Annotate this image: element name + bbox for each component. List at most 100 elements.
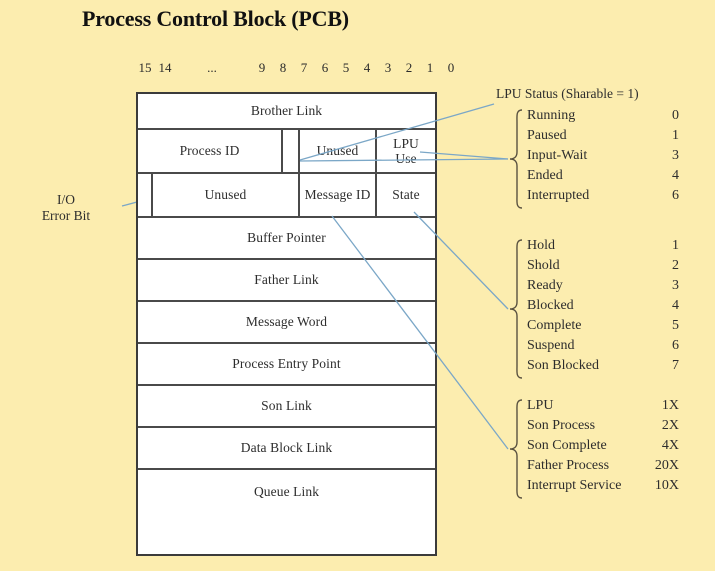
legend-entry: Ended 4 [527,168,679,188]
legend-entry-value: 4 [672,168,679,183]
pcb-field-message-id: Message ID [300,174,377,216]
bit-label-14: 14 [158,60,172,75]
legend-entry: Blocked 4 [527,298,679,318]
legend-entry-value: 4X [661,438,679,453]
legend-entry-label: Shold [527,258,560,273]
legend-entry-label: Son Complete [527,438,607,453]
bit-label-0: 0 [447,60,455,75]
legend-entry-label: Ready [527,278,563,293]
io-error-bit-annotation: I/O Error Bit [18,192,114,224]
legend-entry-value: 1 [672,128,679,143]
legend-entry-label: LPU [527,398,554,413]
pcb-row: Brother Link [138,94,435,130]
legend-entry-label: Ended [527,168,563,183]
legend-entry-value: 5 [672,318,679,333]
legend-entry-label: Suspend [527,338,575,353]
legend-entry: LPU 1X [527,398,679,418]
legend-heading: LPU Status (Sharable = 1) [496,86,639,101]
legend-entry: Father Process 20X [527,458,679,478]
legend-entry-label: Blocked [527,298,574,313]
legend-entry-label: Father Process [527,458,610,473]
bit-label-15: 15 [138,60,152,75]
pcb-field-brother-link: Brother Link [250,103,323,119]
legend-entry-value: 4 [672,298,679,313]
legend-entry-label: Complete [527,318,582,333]
legend-entry-value: 3 [672,278,679,293]
legend-entry: Complete 5 [527,318,679,338]
legend-entry: Interrupt Service 10X [527,478,679,498]
legend-entry-label: Son Blocked [527,358,599,373]
bit-label-3: 3 [384,60,392,75]
legend-entry: Son Process 2X [527,418,679,438]
legend-entry-label: Paused [527,128,567,143]
legend-entry: Suspend 6 [527,338,679,358]
legend-entry-value: 1X [661,398,679,413]
bit-label-7: 7 [300,60,308,75]
bit-label-6: 6 [321,60,329,75]
bit-label-4: 4 [363,60,371,75]
legend-entry-value: 7 [672,358,679,373]
pcb-field-empty [138,174,153,216]
pcb-field-process-id: Process ID [138,130,283,172]
pcb-row: Buffer Pointer [138,218,435,260]
pcb-row: Data Block Link [138,428,435,470]
legend-list-message-id: LPU 1X Son Process 2X Son Complete 4X Father P… [524,398,679,500]
bit-label-dotsdotsdots: ... [207,60,217,75]
pcb-field-son-link: Son Link [261,398,312,414]
legend-entry-label: Interrupt Service [527,478,622,493]
pcb-field-data-block-link: Data Block Link [240,440,333,456]
bit-label-8: 8 [279,60,287,75]
legend-entry-value: 6 [672,338,679,353]
pcb-field-buffer-pointer: Buffer Pointer [247,230,326,246]
pcb-row: Queue Link [138,470,435,514]
legend-entry-value: 2 [672,258,679,273]
legend-entry-label: Son Process [527,418,596,433]
bit-label-9: 9 [258,60,266,75]
io-error-bit-line2: Error Bit [41,208,91,224]
legend-entry-value: 1 [672,238,679,253]
bit-label-5: 5 [342,60,350,75]
legend-entry: Input-Wait 3 [527,148,679,168]
legend-entry-label: Interrupted [527,188,590,203]
legend-entry-value: 6 [672,188,679,203]
pcb-row: Father Link [138,260,435,302]
legend-entry-value: 2X [661,418,679,433]
pcb-field-unused: Unused [153,174,300,216]
page-title: Process Control Block (PCB) [82,6,349,31]
legend-entry: Ready 3 [527,278,679,298]
legend-entry-label: Input-Wait [527,148,588,163]
pcb-row: Son Link [138,386,435,428]
legend-entry: Paused 1 [527,128,679,148]
legend-entry-value: 10X [654,478,679,493]
legend-entry: Son Complete 4X [527,438,679,458]
bit-label-1: 1 [426,60,434,75]
legend-entry: Interrupted 6 [527,188,679,208]
legend-entry-label: Hold [527,238,555,253]
legend-entry-value: 0 [672,108,679,123]
pcb-field-unused: Unused [300,130,377,172]
pcb-row: Process Entry Point [138,344,435,386]
pcb-field-process-entry-point: Process Entry Point [232,356,341,372]
legend-entry: Hold 1 [527,238,679,258]
legend-entry-label: Running [527,108,576,123]
brace-message-id [508,398,524,500]
brace-lpu-status [508,108,524,210]
legend-entry: Shold 2 [527,258,679,278]
legend-entry: Son Blocked 7 [527,358,679,378]
pcb-field-father-link: Father Link [254,272,319,288]
pcb-field-state: State [392,187,420,203]
legend-entry-value: 20X [654,458,679,473]
legend-entry-value: 3 [672,148,679,163]
io-error-bit-line1: I/O [57,192,75,207]
pcb-field-queue-link: Queue Link [253,484,320,500]
